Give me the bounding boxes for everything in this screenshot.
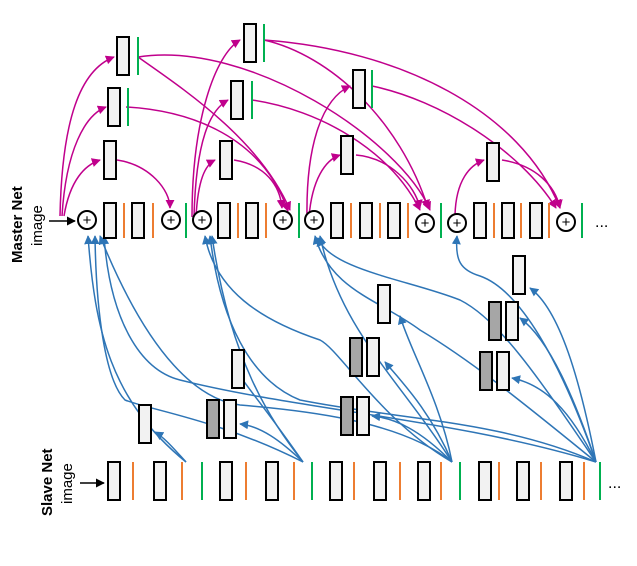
conv-block <box>107 461 121 501</box>
master-image-label: image <box>29 205 46 246</box>
adapter-block <box>366 337 380 377</box>
branch-block <box>219 140 233 180</box>
adapter-blocks <box>138 255 526 444</box>
slave-image-label: image <box>59 463 76 504</box>
conv-block <box>529 202 543 239</box>
branch-block <box>243 23 257 63</box>
svg-text:+: + <box>453 215 462 232</box>
conv-block <box>217 202 231 239</box>
adapter-block-dark <box>206 399 220 439</box>
slave-continuation: ... <box>608 475 621 492</box>
adapter-block <box>377 284 391 324</box>
branch-block <box>103 140 117 180</box>
conv-block <box>359 202 373 239</box>
branch-block <box>340 135 354 175</box>
slave-net-title: Slave Net <box>39 448 56 516</box>
branch-block <box>486 142 500 182</box>
adapter-block <box>138 404 152 444</box>
conv-block <box>387 202 401 239</box>
sum-node: + <box>161 210 181 230</box>
slave-main-row <box>107 461 601 501</box>
slave-net-label-group: Slave Net image <box>39 448 76 516</box>
conv-block <box>516 461 530 501</box>
master-net-label-group: Master Net image <box>9 186 46 263</box>
svg-text:+: + <box>167 212 176 229</box>
conv-block <box>131 202 145 239</box>
sum-node: + <box>273 210 293 230</box>
adapter-block <box>231 349 245 389</box>
master-continuation: ... <box>595 214 608 231</box>
conv-block <box>103 202 117 239</box>
conv-block <box>478 461 492 501</box>
adapter-block <box>223 399 237 439</box>
svg-text:+: + <box>198 212 207 229</box>
svg-text:+: + <box>421 215 430 232</box>
conv-block <box>153 461 167 501</box>
svg-text:+: + <box>310 212 319 229</box>
conv-block <box>501 202 515 239</box>
conv-block <box>265 461 279 501</box>
branch-block <box>107 87 121 127</box>
branch-block <box>116 36 130 76</box>
conv-block <box>373 461 387 501</box>
conv-block <box>219 461 233 501</box>
adapter-block-dark <box>488 301 502 341</box>
adapter-block <box>356 396 370 436</box>
adapter-block-dark <box>340 396 354 436</box>
sum-node: + <box>415 213 435 233</box>
master-net-title: Master Net <box>9 186 26 263</box>
adapter-block <box>505 301 519 341</box>
master-branch-blocks <box>103 23 500 182</box>
svg-text:+: + <box>83 212 92 229</box>
sum-node: + <box>447 213 467 233</box>
conv-block <box>329 461 343 501</box>
adapter-block <box>512 255 526 295</box>
conv-block <box>245 202 259 239</box>
svg-text:+: + <box>279 212 288 229</box>
sum-node: + <box>556 212 576 232</box>
conv-block <box>559 461 573 501</box>
conv-block <box>330 202 344 239</box>
sum-node: + <box>192 210 212 230</box>
branch-block <box>352 69 366 109</box>
branch-block <box>230 80 244 120</box>
conv-block <box>473 202 487 239</box>
sum-node: + <box>304 210 324 230</box>
adapter-block <box>496 351 510 391</box>
svg-text:+: + <box>562 214 571 231</box>
master-skip-connections <box>59 39 563 218</box>
master-main-row: + + + + + + + + <box>77 202 583 239</box>
conv-block <box>417 461 431 501</box>
adapter-block-dark <box>479 351 493 391</box>
adapter-block-dark <box>349 337 363 377</box>
sum-node: + <box>77 210 97 230</box>
